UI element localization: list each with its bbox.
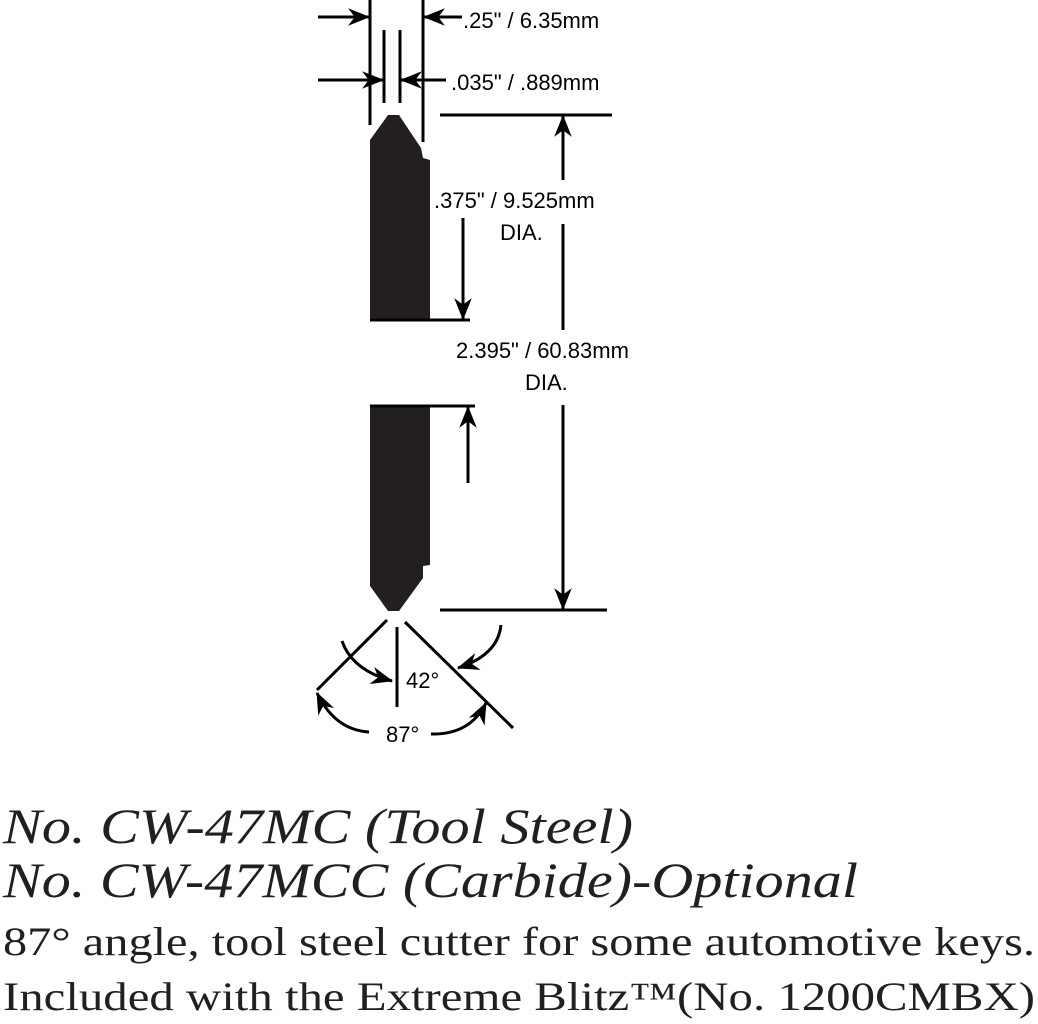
- cutter-bottom-profile: [370, 406, 432, 611]
- overall-dia-dimension: 2.395" / 60.83mm DIA.: [440, 113, 629, 612]
- overall-dia-label: 2.395" / 60.83mm: [456, 338, 629, 363]
- shank-dia-dimension: .375" / 9.525mm DIA.: [434, 188, 595, 483]
- cutter-top-profile: [370, 115, 430, 320]
- tip-width-dimension: .035" / .889mm: [318, 30, 599, 103]
- shank-dia-label: .375" / 9.525mm: [434, 188, 595, 213]
- shank-dia-suffix: DIA.: [500, 220, 543, 245]
- model-carbide: No. CW-47MCC (Carbide)-Optional: [2, 852, 858, 908]
- model-tool-steel: No. CW-47MC (Tool Steel): [2, 798, 633, 854]
- half-angle-label: 42°: [406, 668, 439, 693]
- overall-dia-suffix: DIA.: [525, 370, 568, 395]
- overall-width-label: .25" / 6.35mm: [463, 8, 599, 33]
- width-dimension: .25" / 6.35mm: [318, 0, 599, 142]
- description: 87° angle, tool steel cutter for some au…: [3, 919, 1035, 964]
- tip-width-label: .035" / .889mm: [451, 70, 599, 95]
- included-with: Included with the Extreme Blitz™(No. 120…: [3, 974, 1035, 1019]
- full-angle-label: 87°: [386, 722, 419, 747]
- angle-dimension: 42° 87°: [315, 618, 515, 747]
